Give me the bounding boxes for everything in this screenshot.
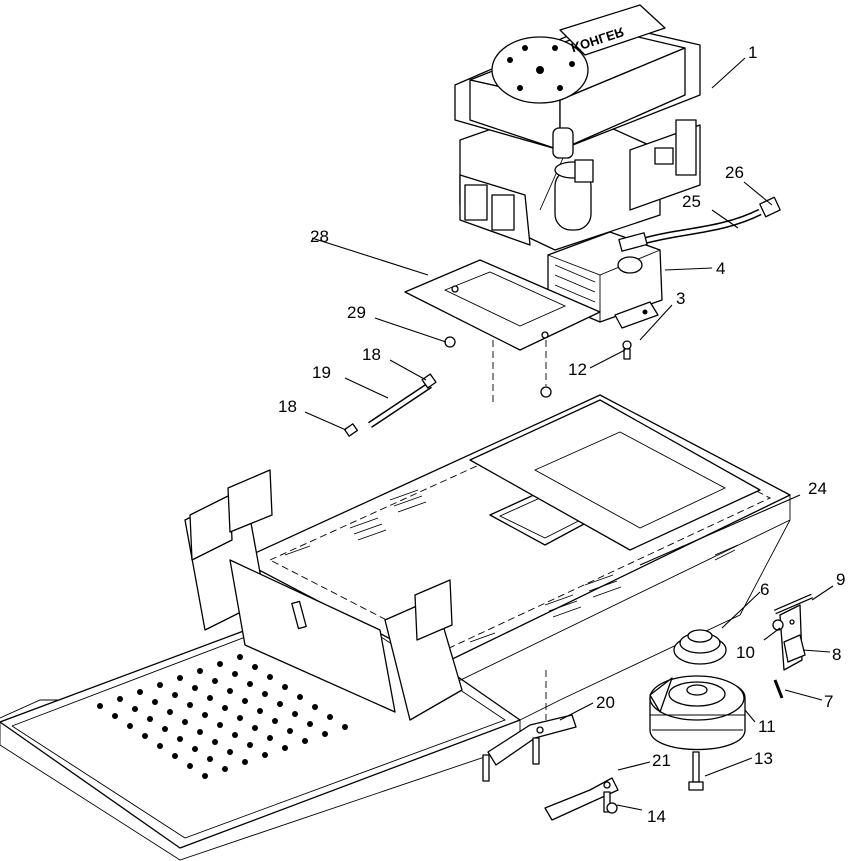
callout-26: 26 <box>725 163 744 182</box>
callout-12: 12 <box>568 360 587 379</box>
chassis-frame <box>0 394 791 861</box>
floor-perforations <box>97 654 348 779</box>
callout-19: 19 <box>312 363 331 382</box>
callout-18a: 18 <box>362 345 381 364</box>
frame-slots <box>284 489 622 643</box>
fasteners-upper <box>444 336 632 398</box>
callout-13: 13 <box>754 749 773 768</box>
callout-25: 25 <box>682 192 701 211</box>
heat-shield <box>404 259 601 402</box>
fuel-hose <box>618 196 781 252</box>
callout-9: 9 <box>836 570 845 589</box>
lower-brackets <box>482 714 619 821</box>
leader-lines <box>304 57 834 811</box>
callout-7: 7 <box>824 692 833 711</box>
callout-14: 14 <box>647 807 666 826</box>
callout-1: 1 <box>748 43 757 62</box>
callout-24: 24 <box>808 479 827 498</box>
callout-29: 29 <box>347 303 366 322</box>
callout-28: 28 <box>310 227 329 246</box>
callout-4: 4 <box>716 259 725 278</box>
callout-3: 3 <box>676 289 685 308</box>
callout-10: 10 <box>736 643 755 662</box>
callout-6: 6 <box>760 580 769 599</box>
callout-18b: 18 <box>278 397 297 416</box>
engine: KOHLER <box>454 4 701 251</box>
callout-21: 21 <box>652 751 671 770</box>
callout-labels: 1 3 4 6 7 8 9 10 11 12 13 14 18 18 19 20… <box>278 43 845 826</box>
rod-assembly <box>343 373 437 437</box>
clutch-assembly <box>545 593 813 791</box>
callout-11: 11 <box>758 717 776 736</box>
callout-20: 20 <box>596 693 615 712</box>
callout-8: 8 <box>832 645 841 664</box>
